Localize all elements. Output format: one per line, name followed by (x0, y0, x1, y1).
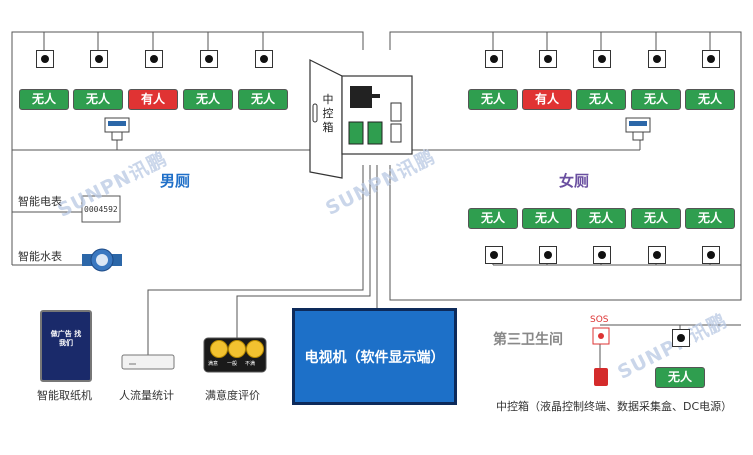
door-sensor-icon (648, 246, 666, 264)
lcd-terminal-icon (350, 86, 372, 108)
male-count-sensor-icon (104, 117, 130, 141)
satisfaction-option: 满意 (208, 361, 219, 367)
door-sensor-icon (485, 246, 503, 264)
door-sensor-icon (593, 246, 611, 264)
water-meter-label: 智能水表 (18, 250, 62, 263)
female-title: 女厕 (559, 172, 590, 190)
data-collector-icon (348, 121, 364, 145)
male-title: 男厕 (160, 172, 191, 190)
female-stall-status: 无人 (685, 89, 735, 110)
female-stall-status: 无人 (685, 208, 735, 229)
paper-dispenser-icon: 做广告 找我们 (40, 310, 92, 382)
female-stall-status: 有人 (522, 89, 572, 110)
door-sensor-icon (593, 50, 611, 68)
female-stall-status: 无人 (522, 208, 572, 229)
door-sensor-icon (255, 50, 273, 68)
door-sensor-icon (145, 50, 163, 68)
door-sensor-icon (539, 246, 557, 264)
electric-meter-label: 智能电表 (18, 195, 62, 208)
female-stall-status: 无人 (631, 208, 681, 229)
door-sensor-icon (539, 50, 557, 68)
paper-dispenser-label: 智能取纸机 (37, 389, 92, 402)
traffic-counter-icon (121, 354, 175, 370)
satisfied-face-icon (210, 340, 228, 358)
electric-meter-icon (81, 195, 121, 223)
door-sensor-icon (702, 246, 720, 264)
unsatisfied-face-icon (246, 340, 264, 358)
male-stall-status: 有人 (128, 89, 178, 110)
door-sensor-icon (485, 50, 503, 68)
female-stall-status: 无人 (468, 208, 518, 229)
door-sensor-icon (200, 50, 218, 68)
male-stall-status: 无人 (73, 89, 123, 110)
dc-power-icon (367, 121, 383, 145)
female-stall-status: 无人 (576, 89, 626, 110)
central-box-footnote: 中控箱（液晶控制终端、数据采集盒、DC电源） (496, 400, 733, 413)
door-sensor-icon (36, 50, 54, 68)
satisfaction-option: 一般 (227, 361, 238, 367)
male-stall-status: 无人 (183, 89, 233, 110)
satisfaction-label: 满意度评价 (205, 389, 260, 402)
third-restroom-status: 无人 (655, 367, 705, 388)
neutral-face-icon (228, 340, 246, 358)
central-box-door (309, 59, 343, 179)
third-restroom-title: 第三卫生间 (493, 332, 563, 348)
male-stall-status: 无人 (238, 89, 288, 110)
traffic-counter-label: 人流量统计 (119, 389, 174, 402)
male-stall-status: 无人 (19, 89, 69, 110)
female-stall-status: 无人 (468, 89, 518, 110)
paper-dispenser-screen-text: 做广告 找我们 (50, 330, 82, 347)
satisfaction-option: 不满 (245, 361, 256, 367)
central-box-label: 中控箱 (322, 93, 334, 134)
door-sensor-icon (672, 329, 690, 347)
door-sensor-icon (702, 50, 720, 68)
door-sensor-icon (90, 50, 108, 68)
tv-display: 电视机（软件显示端） (292, 308, 457, 405)
female-stall-status: 无人 (576, 208, 626, 229)
electric-meter-reading: 0004592 (84, 205, 118, 214)
female-stall-status: 无人 (631, 89, 681, 110)
sos-label: SOS (590, 315, 609, 325)
sos-alarm-icon (594, 368, 608, 386)
female-count-sensor-icon (625, 117, 651, 141)
door-sensor-icon (648, 50, 666, 68)
